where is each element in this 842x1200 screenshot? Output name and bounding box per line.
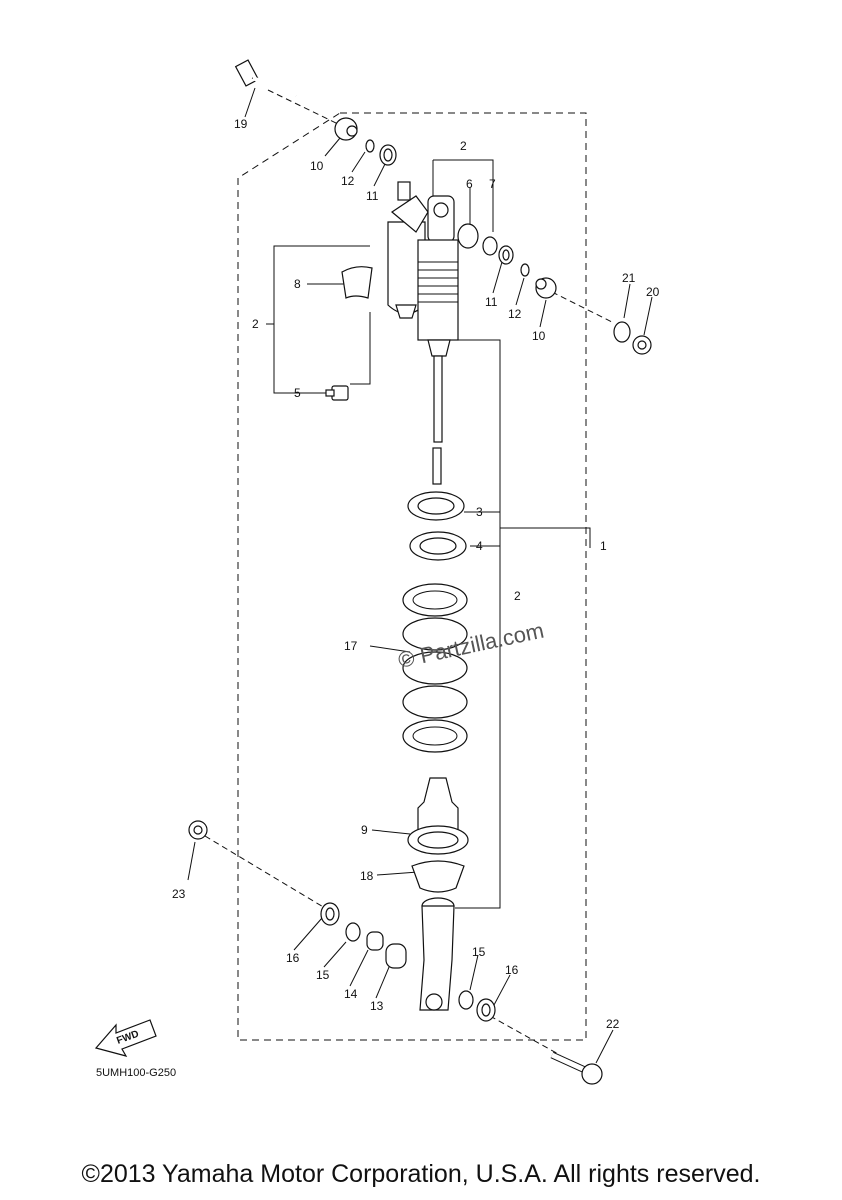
nut-23 xyxy=(188,820,208,840)
callout-19: 19 xyxy=(234,117,248,131)
adjuster-5 xyxy=(325,385,349,401)
callout-10-top: 10 xyxy=(310,159,324,173)
callout-2-right: 2 xyxy=(514,589,521,603)
oring-12-mid xyxy=(520,263,530,277)
bushing-6 xyxy=(457,223,479,249)
callout-22: 22 xyxy=(606,1017,620,1031)
callout-6: 6 xyxy=(466,177,473,191)
fwd-arrow-icon: FWD xyxy=(94,1019,157,1057)
callout-1: 1 xyxy=(600,539,607,553)
lower-clevis xyxy=(419,897,455,1011)
callout-17: 17 xyxy=(344,639,358,653)
callout-8: 8 xyxy=(294,277,301,291)
collar-10-mid xyxy=(535,277,557,299)
callout-23: 23 xyxy=(172,887,186,901)
callout-4: 4 xyxy=(476,539,483,553)
callout-20: 20 xyxy=(646,285,660,299)
washer-7 xyxy=(482,236,498,256)
seal-11-top xyxy=(379,144,397,166)
bump-stop xyxy=(417,777,459,831)
callout-16-right: 16 xyxy=(505,963,519,977)
collar-10-top xyxy=(334,117,358,141)
callout-12-top: 12 xyxy=(341,174,355,188)
callout-16-left: 16 xyxy=(286,951,300,965)
callout-7: 7 xyxy=(489,177,496,191)
reservoir-body xyxy=(387,181,429,319)
spring-17 xyxy=(402,583,468,753)
ring-nut-4 xyxy=(409,531,467,561)
stopper-18 xyxy=(411,860,465,893)
collar-16-right xyxy=(476,998,496,1022)
callout-18: 18 xyxy=(360,869,374,883)
callout-10-mid: 10 xyxy=(532,329,546,343)
callout-3: 3 xyxy=(476,505,483,519)
assembly-boundary xyxy=(237,112,587,1041)
copyright-notice: ©2013 Yamaha Motor Corporation, U.S.A. A… xyxy=(81,1160,761,1188)
callout-13: 13 xyxy=(370,999,384,1013)
seal-11-mid xyxy=(498,245,514,265)
shock-body xyxy=(417,195,459,485)
nut-20 xyxy=(632,335,652,355)
callout-5: 5 xyxy=(294,386,301,400)
bolt-22 xyxy=(550,1051,603,1085)
callout-9: 9 xyxy=(361,823,368,837)
callout-11-mid: 11 xyxy=(485,295,498,309)
bearing-14 xyxy=(366,931,384,951)
callout-2-top: 2 xyxy=(460,139,467,153)
washer-21 xyxy=(613,321,631,343)
oring-12-top xyxy=(365,139,375,153)
seal-15-left xyxy=(345,922,361,942)
callout-15-left: 15 xyxy=(316,968,330,982)
callout-21: 21 xyxy=(622,271,636,285)
collar-16-left xyxy=(320,902,340,926)
callout-12-mid: 12 xyxy=(508,307,522,321)
bolt-19 xyxy=(234,59,297,98)
ring-nut-3 xyxy=(407,491,465,521)
diagram-code: 5UMH100-G250 xyxy=(96,1067,176,1079)
clip-8 xyxy=(341,266,373,299)
callout-14: 14 xyxy=(344,987,358,1001)
callout-11-top: 11 xyxy=(366,189,379,203)
callout-15-right: 15 xyxy=(472,945,486,959)
collar-13 xyxy=(385,943,407,969)
leader-lines xyxy=(187,87,653,1064)
seal-15-right xyxy=(458,990,474,1010)
callout-labels: 1 2 2 2 3 4 5 6 7 8 9 10 10 11 11 12 12 … xyxy=(172,117,660,1031)
guide-9 xyxy=(407,825,469,855)
callout-2-left: 2 xyxy=(252,317,259,331)
